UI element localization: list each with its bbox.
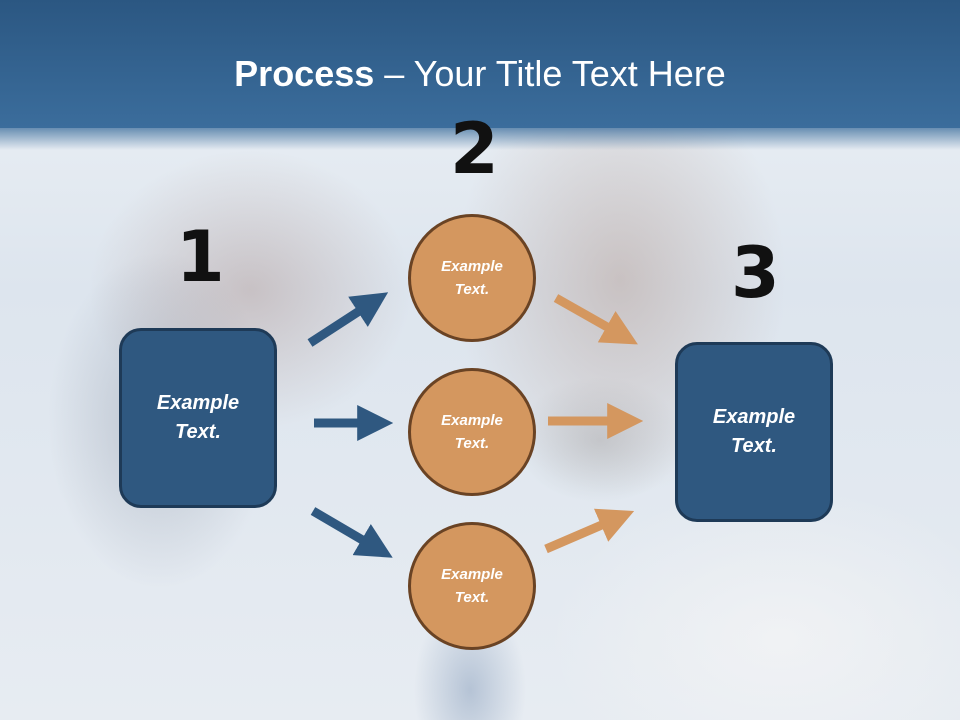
title-rest: – Your Title Text Here — [374, 53, 726, 94]
step-2-circle-top-text: Example Text. — [441, 258, 503, 298]
arrow-1-to-top — [307, 292, 389, 347]
step-number-1: 1 — [176, 216, 225, 298]
step-3-box: Example Text. — [675, 342, 833, 522]
step-2-circle-top: Example Text. — [408, 214, 536, 342]
step-1-box: Example Text. — [119, 328, 277, 508]
step-number-2: 2 — [450, 108, 499, 190]
arrow-1-to-bottom — [310, 507, 393, 558]
slide-title: Process – Your Title Text Here — [0, 50, 960, 98]
step-2-circle-middle: Example Text. — [408, 368, 536, 496]
arrow-bottom-to-3 — [544, 508, 635, 554]
title-bold: Process — [234, 53, 375, 94]
header-bar — [0, 0, 960, 128]
arrow-top-to-3 — [553, 294, 638, 345]
step-2-circle-middle-text: Example Text. — [441, 412, 503, 452]
step-2-circle-bottom-text: Example Text. — [441, 566, 503, 606]
step-2-circle-bottom: Example Text. — [408, 522, 536, 650]
step-1-text: Example Text. — [156, 392, 240, 443]
step-number-3: 3 — [731, 232, 780, 314]
step-3-text: Example Text. — [712, 406, 796, 457]
